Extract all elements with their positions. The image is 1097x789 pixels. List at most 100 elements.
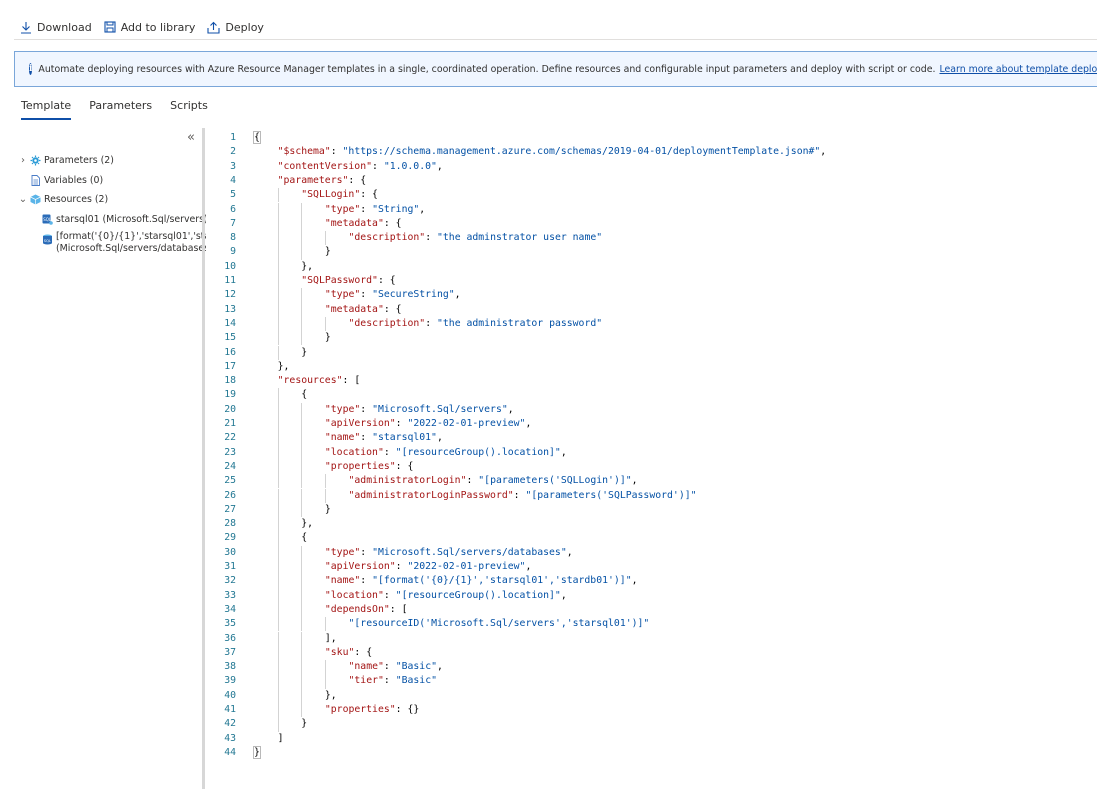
deploy-label: Deploy [225,20,264,34]
tab-scripts[interactable]: Scripts [170,99,208,112]
code-line: 28 }, [206,517,1086,532]
line-number: 31 [224,561,236,572]
deploy-button[interactable]: Deploy [207,21,264,34]
chevron-right-icon[interactable]: › [21,155,25,167]
indent-guide [301,445,303,460]
tree-item-resource-database[interactable]: SQL [format('{0}/{1}','starsql01','stard… [18,231,232,255]
line-number: 22 [224,432,236,444]
indent-guide [301,245,303,260]
indent-guide [301,331,303,346]
indent-guide [277,560,279,575]
indent-guide [325,231,327,246]
line-number: 27 [224,503,236,515]
line-number: 40 [224,689,236,701]
indent-guide [325,660,327,675]
code-line: 8 "description": "the adminstrator user … [206,231,1086,246]
code-text: "administratorLoginPassword": "[paramete… [348,489,697,501]
line-number: 41 [224,704,236,715]
tree-item-resources[interactable]: ⌄ Resources (2) [18,190,232,210]
indent-guide [301,216,303,232]
code-text: "description": "the adminstrator user na… [348,232,603,244]
collapse-panel-icon[interactable]: « [187,130,195,145]
code-text: "metadata": { [324,217,402,229]
code-line: 12 "type": "SecureString", [206,288,1086,303]
line-number: 23 [224,446,236,458]
line-number: 12 [224,289,236,301]
code-text: }, [301,260,314,272]
line-number: 36 [224,632,236,644]
line-number: 9 [230,246,236,258]
code-text: { [253,131,261,144]
tab-parameters[interactable]: Parameters [89,99,153,112]
line-number: 44 [224,746,236,758]
code-text: "SQLPassword": { [301,275,396,286]
add-to-library-label: Add to library [120,20,196,34]
code-line: 20 "type": "Microsoft.Sql/servers", [206,402,1086,417]
indent-guide [277,188,279,203]
code-text: "parameters": { [277,174,367,186]
upload-icon [207,21,220,34]
code-editor[interactable]: 1{2 "$schema": "https://schema.managemen… [206,129,1097,789]
line-number: 14 [224,317,236,329]
line-number: 4 [230,174,236,186]
code-line: 44} [206,745,1086,760]
code-text: "sku": { [324,646,373,658]
indent-guide [277,345,279,360]
tree-item-variables[interactable]: Variables (0) [18,171,232,191]
tree-label: Parameters (2) [44,155,114,167]
indent-guide [301,459,303,475]
indent-guide [301,617,303,632]
sql-database-icon: SQL [42,234,53,245]
code-text: "type": "String", [324,203,426,215]
pane-splitter[interactable] [202,128,205,789]
indent-guide [277,216,279,232]
line-number: 2 [230,146,236,158]
code-text: } [253,745,261,759]
indent-guide [301,417,303,432]
code-line: 37 "sku": { [206,645,1086,661]
sql-server-icon: SQL [42,214,53,225]
tree-label: Variables (0) [44,174,104,186]
line-number: 35 [224,618,236,630]
download-button[interactable]: Download [20,21,92,34]
tree-item-resource-server[interactable]: SQL starsql01 (Microsoft.Sql/servers) [18,210,232,230]
toolbar-divider [14,39,1097,40]
line-number: 34 [224,603,236,615]
download-icon [20,21,32,34]
info-icon: i [29,63,33,75]
code-line: 21 "apiVersion": "2022-02-01-preview", [206,417,1086,432]
indent-guide [301,502,303,518]
indent-guide [277,259,279,274]
code-line: 15 } [206,331,1086,346]
line-number: 16 [224,346,236,358]
line-number: 6 [230,203,236,215]
tree-item-parameters[interactable]: › Parameters (2) [18,151,232,171]
code-text: "contentVersion": "1.0.0.0", [277,160,443,172]
save-icon [104,21,116,33]
indent-guide [301,602,303,618]
indent-guide [277,231,279,246]
tree-label-line1: [format('{0}/{1}','starsql01','stardb0 [56,231,232,242]
code-text: "administratorLogin": "[parameters('SQLL… [348,475,638,487]
line-number: 38 [224,661,236,673]
code-text: }, [277,360,290,372]
code-line: 22 "name": "starsql01", [206,431,1086,446]
indent-guide [301,316,303,332]
document-icon [30,174,41,186]
indent-guide [277,459,279,475]
code-line: 34 "dependsOn": [ [206,602,1086,618]
chevron-down-icon[interactable]: ⌄ [18,194,28,206]
code-text: { [301,389,308,401]
learn-more-link[interactable]: Learn more about template deployment. [939,63,1097,75]
code-text: "metadata": { [324,303,402,315]
cube-icon [30,194,41,205]
code-text: "name": "Basic", [348,661,443,673]
line-number: 19 [224,389,236,401]
code-line: 13 "metadata": { [206,302,1086,317]
line-number: 37 [224,646,236,658]
code-line: 1{ [206,131,1086,145]
line-number: 18 [224,375,236,387]
tab-template[interactable]: Template [21,99,72,120]
add-to-library-button[interactable]: Add to library [104,20,196,34]
indent-guide [325,488,327,503]
